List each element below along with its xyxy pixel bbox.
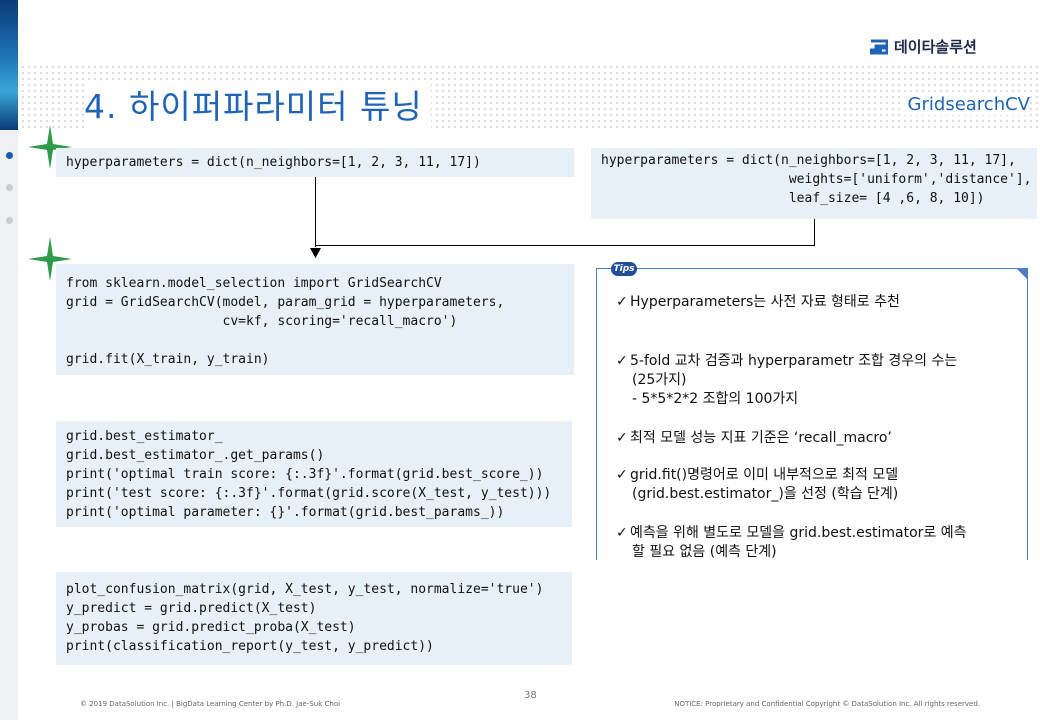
tip-item: ✓예측을 위해 별도로 모델을 grid.best.estimator로 예측 … (616, 525, 967, 560)
code-block-hyperparameters-simple: hyperparameters = dict(n_neighbors=[1, 2… (56, 148, 574, 177)
tips-corner-fold (1016, 268, 1028, 280)
check-icon: ✓ (616, 353, 628, 369)
code-block-hyperparameters-full: hyperparameters = dict(n_neighbors=[1, 2… (591, 148, 1037, 219)
tips-box (596, 268, 1028, 560)
check-icon: ✓ (616, 430, 628, 446)
footer-copyright: © 2019 DataSolution Inc. | BigData Learn… (80, 700, 341, 708)
tip-item: ✓5-fold 교차 검증과 hyperparametr 조합 경우의 수는 (… (616, 353, 958, 407)
green-star-icon (28, 237, 72, 281)
green-star-icon (28, 125, 72, 169)
left-decoration-band (0, 0, 18, 130)
code-block-best-estimator: grid.best_estimator_ grid.best_estimator… (56, 421, 572, 527)
tip-item: ✓최적 모델 성능 지표 기준은 ‘recall_macro’ (616, 430, 892, 446)
check-icon: ✓ (616, 467, 628, 483)
connector-line (814, 219, 815, 245)
check-icon: ✓ (616, 525, 628, 541)
code-block-gridsearch: from sklearn.model_selection import Grid… (56, 264, 574, 375)
footer-notice: NOTICE: Proprietary and Confidential Cop… (674, 700, 980, 708)
check-icon: ✓ (616, 294, 628, 310)
logo-text: 데이타솔루션 (894, 38, 977, 56)
nav-dot-active[interactable] (6, 152, 13, 159)
tip-item: ✓Hyperparameters는 사전 자료 형태로 추천 (616, 294, 900, 310)
company-logo: 데이타솔루션 (870, 36, 977, 57)
tips-badge: Tips (611, 262, 637, 276)
page-number: 38 (524, 690, 537, 701)
nav-dot[interactable] (6, 217, 13, 224)
tip-item: ✓grid.fit()명령어로 이미 내부적으로 최적 모델 (grid.bes… (616, 467, 899, 502)
arrow-down-icon (310, 248, 321, 258)
page-subtitle: GridsearchCV (901, 94, 1030, 115)
page-title: 4. 하이퍼파라미터 튜닝 (84, 80, 431, 128)
connector-line (315, 177, 316, 247)
left-side-strip (0, 0, 18, 720)
nav-dot[interactable] (6, 184, 13, 191)
logo-mark-icon (870, 39, 888, 54)
code-block-predict: plot_confusion_matrix(grid, X_test, y_te… (56, 572, 572, 665)
connector-line (315, 245, 815, 246)
